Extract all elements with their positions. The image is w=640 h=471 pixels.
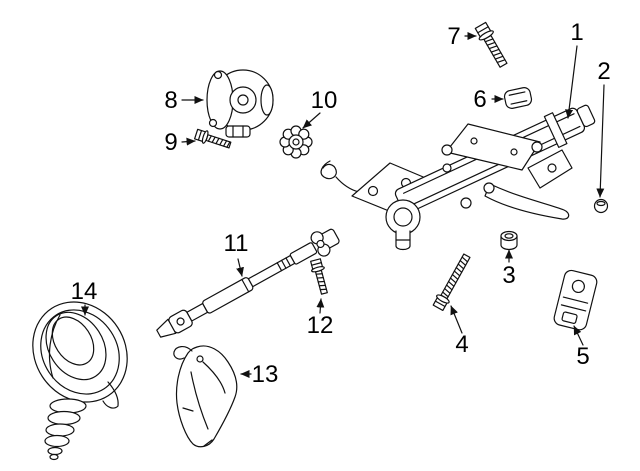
part-column-cover (173, 345, 238, 448)
part-bolt-4 (432, 253, 471, 312)
part-steering-column-assembly (320, 104, 596, 251)
leader-1 (565, 45, 578, 119)
callout-5: 5 (576, 343, 589, 370)
part-nut (500, 230, 518, 251)
leader-2 (596, 84, 605, 198)
callout-3: 3 (502, 262, 515, 289)
part-clip (503, 87, 533, 109)
callout-2: 2 (597, 58, 610, 85)
leader-11 (236, 258, 244, 277)
callout-4: 4 (455, 331, 468, 358)
callout-9: 9 (164, 129, 177, 156)
callout-1: 1 (570, 19, 583, 46)
part-bolt-12 (310, 258, 328, 295)
part-motor-actuator (206, 69, 274, 138)
leader-5 (573, 325, 584, 346)
callout-7: 7 (447, 23, 460, 50)
part-intermediate-shaft (156, 228, 340, 338)
part-cap-plug (593, 198, 609, 214)
part-coupling-gear (279, 125, 313, 159)
callout-8: 8 (164, 87, 177, 114)
callout-6: 6 (473, 86, 486, 113)
callout-13: 13 (252, 361, 279, 388)
callout-11: 11 (224, 230, 249, 257)
part-bolt-7 (474, 21, 508, 68)
callout-labels: 1 2 3 4 5 6 7 8 9 10 11 12 13 14 (71, 19, 611, 388)
part-bracket-stopper (553, 269, 598, 331)
leader-lines (81, 32, 605, 378)
callout-10: 10 (311, 87, 338, 114)
leader-10 (302, 112, 321, 129)
callout-12: 12 (307, 312, 334, 339)
leader-9 (181, 137, 196, 146)
callout-14: 14 (71, 278, 98, 305)
leader-12 (316, 298, 325, 314)
part-bolt-9 (194, 128, 232, 149)
part-column-hole-cover-boot (32, 301, 128, 461)
leader-4 (450, 305, 463, 334)
